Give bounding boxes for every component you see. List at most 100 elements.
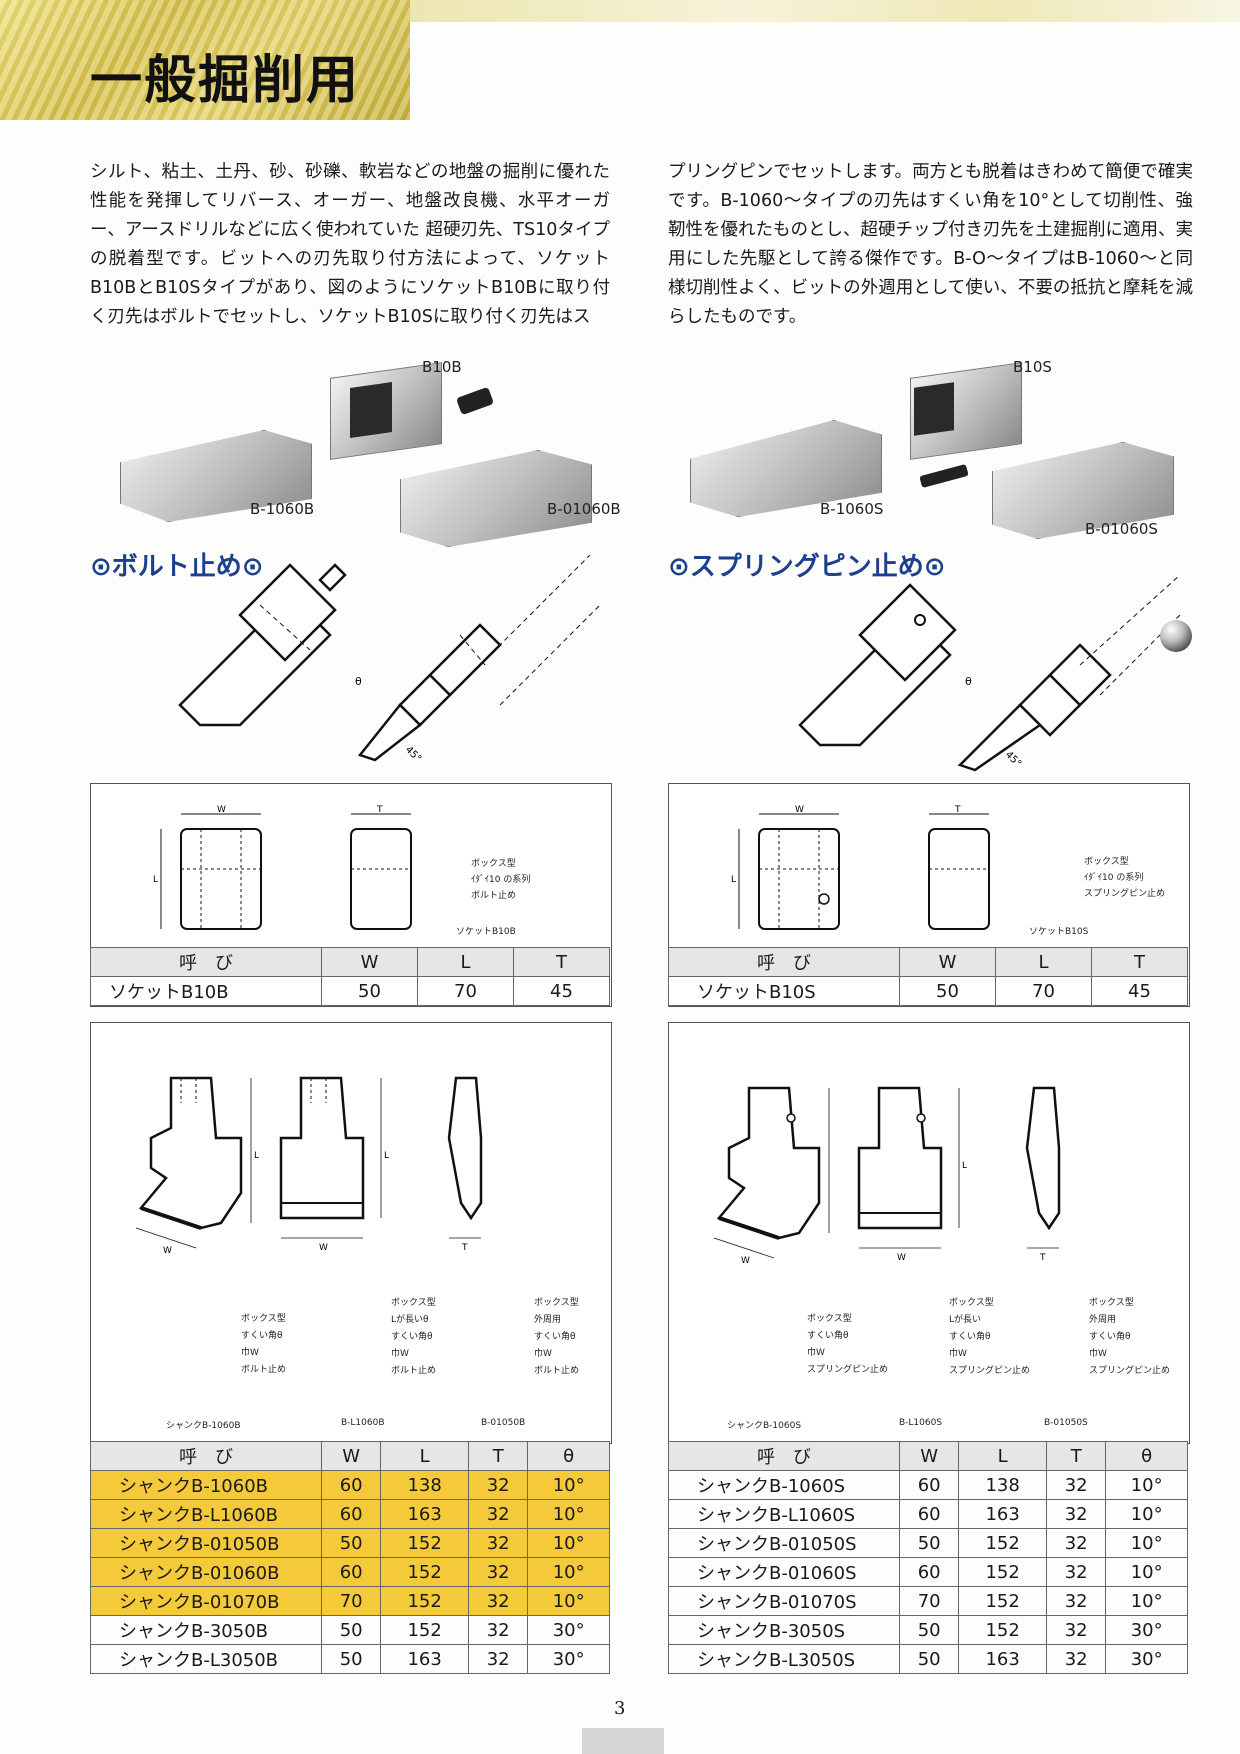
cell-name: シャンクB-L3050S [668,1644,900,1674]
cell-name: シャンクB-3050S [668,1615,900,1645]
cell-w: 50 [320,1615,382,1645]
cell-l: 152 [958,1586,1048,1616]
code-legend-shank-3: ボックス型 外周用 すくい角θ 巾W ボルト止め [534,1295,579,1380]
cell-l: 163 [958,1499,1048,1529]
col-header: θ [1105,1441,1188,1471]
socket-hole [914,382,954,436]
photo-group-left: B10B B-1060B B-01060B [100,350,640,550]
col-header: 呼 び [668,1441,900,1471]
cell-theta: 10° [527,1499,610,1529]
code-legend-shank-1: ボックス型 すくい角θ 巾W スプリングピン止め [807,1311,888,1379]
intro-paragraph-left: シルト、粘土、土丹、砂、砂礫、軟岩などの地盤の掘削に優れた性能を発揮してリバース… [90,162,610,327]
cell-name: シャンクB-1060S [668,1470,900,1500]
photo-group-right: B10S B-1060S B-01060S [680,350,1220,550]
cell-l: 163 [380,1644,470,1674]
cell-w: 60 [320,1499,382,1529]
code-line: 外周用 [1089,1315,1117,1325]
dim-w: W [217,805,226,815]
header-band [0,0,410,120]
dim-l: L [962,1161,967,1171]
code-line: ボックス型 [1084,857,1129,867]
cell-t: 32 [1046,1615,1107,1645]
cell-w: 60 [320,1470,382,1500]
code-line: ボックス型 [807,1314,852,1324]
label-tip-b1060b: B-1060B [250,500,315,518]
cell-l: 138 [380,1470,470,1500]
code-line: スプリングピン止め [1084,889,1166,899]
code-line: 巾W [391,1349,409,1359]
cell-name: シャンクB-01050S [668,1528,900,1558]
cell-name: シャンクB-L1060S [668,1499,900,1529]
code-legend-left: ボックス型 ｲﾀﾞｲ10 の系列 ボルト止め [471,856,530,904]
cell-t: 32 [468,1644,529,1674]
col-header: L [380,1441,470,1471]
cell-t: 32 [468,1528,529,1558]
subheading-bolt: ⊙ボルト止め⊙ [90,552,264,582]
code-name-right: ソケットB10S [1029,927,1089,937]
cell-theta: 30° [527,1615,610,1645]
cell-w: 70 [898,1586,960,1616]
code-line: スプリングピン止め [807,1365,889,1375]
col-header: 呼 び [90,947,322,977]
dim-w: W [319,1243,328,1253]
code-line: すくい角θ [534,1332,576,1342]
cell-name: シャンクB-L1060B [90,1499,322,1529]
code-line: ボルト止め [241,1365,287,1375]
cell-l: 152 [958,1615,1048,1645]
socket-hole [350,382,392,438]
shank-drawings-left: L L W W T [135,1076,483,1256]
cell-theta: 10° [527,1470,610,1500]
cell-l: 152 [380,1586,470,1616]
cell-theta: 10° [527,1586,610,1616]
code-line: 巾W [534,1349,552,1359]
cell-theta: 10° [1105,1528,1188,1558]
top-decor-strip [410,0,1240,22]
label-socket-b10b: B10B [422,358,462,376]
dim-l: L [384,1151,389,1161]
cell-name: シャンクB-01050B [90,1528,322,1558]
cell-t: 32 [1046,1470,1107,1500]
code-line: ボックス型 [1089,1298,1134,1308]
code-line: すくい角θ [391,1332,433,1342]
cell-l: 138 [958,1470,1048,1500]
code-name: B-L1060B [341,1418,385,1428]
code-name: B-L1060S [899,1418,943,1428]
col-header: W [899,947,996,977]
code-line: ボックス型 [241,1314,286,1324]
cell-w: 60 [898,1499,960,1529]
socket-drawing-side: T [928,805,990,930]
angle-label-45: 45° [403,744,423,764]
cell-l: 70 [995,976,1092,1006]
cell-name: シャンクB-01070B [90,1586,322,1616]
cell-w: 50 [898,1528,960,1558]
code-name: シャンクB-1060S [727,1421,802,1431]
cell-l: 152 [958,1557,1048,1587]
page-number: 3 [614,1698,626,1719]
cell-l: 163 [958,1644,1048,1674]
code-legend-shank-1: ボックス型 すくい角θ 巾W ボルト止め [241,1311,286,1379]
code-line: ボルト止め [391,1366,437,1376]
cell-t: 32 [1046,1499,1107,1529]
code-line: ボルト止め [471,891,517,901]
shank-panel-right: L W W T ボックス型 すくい角θ 巾W スプリングピン止め シャンクB-1… [668,1022,1190,1444]
col-header: T [1046,1441,1107,1471]
cell-w: 50 [898,1644,960,1674]
cell-l: 152 [380,1557,470,1587]
label-tip-b1060s: B-1060S [820,500,884,518]
cell-l: 152 [958,1528,1048,1558]
cell-name: シャンクB-3050B [90,1615,322,1645]
code-line: ボックス型 [534,1298,579,1308]
cell-t: 32 [468,1615,529,1645]
spring-pin-image [919,463,969,489]
cell-theta: 30° [1105,1644,1188,1674]
